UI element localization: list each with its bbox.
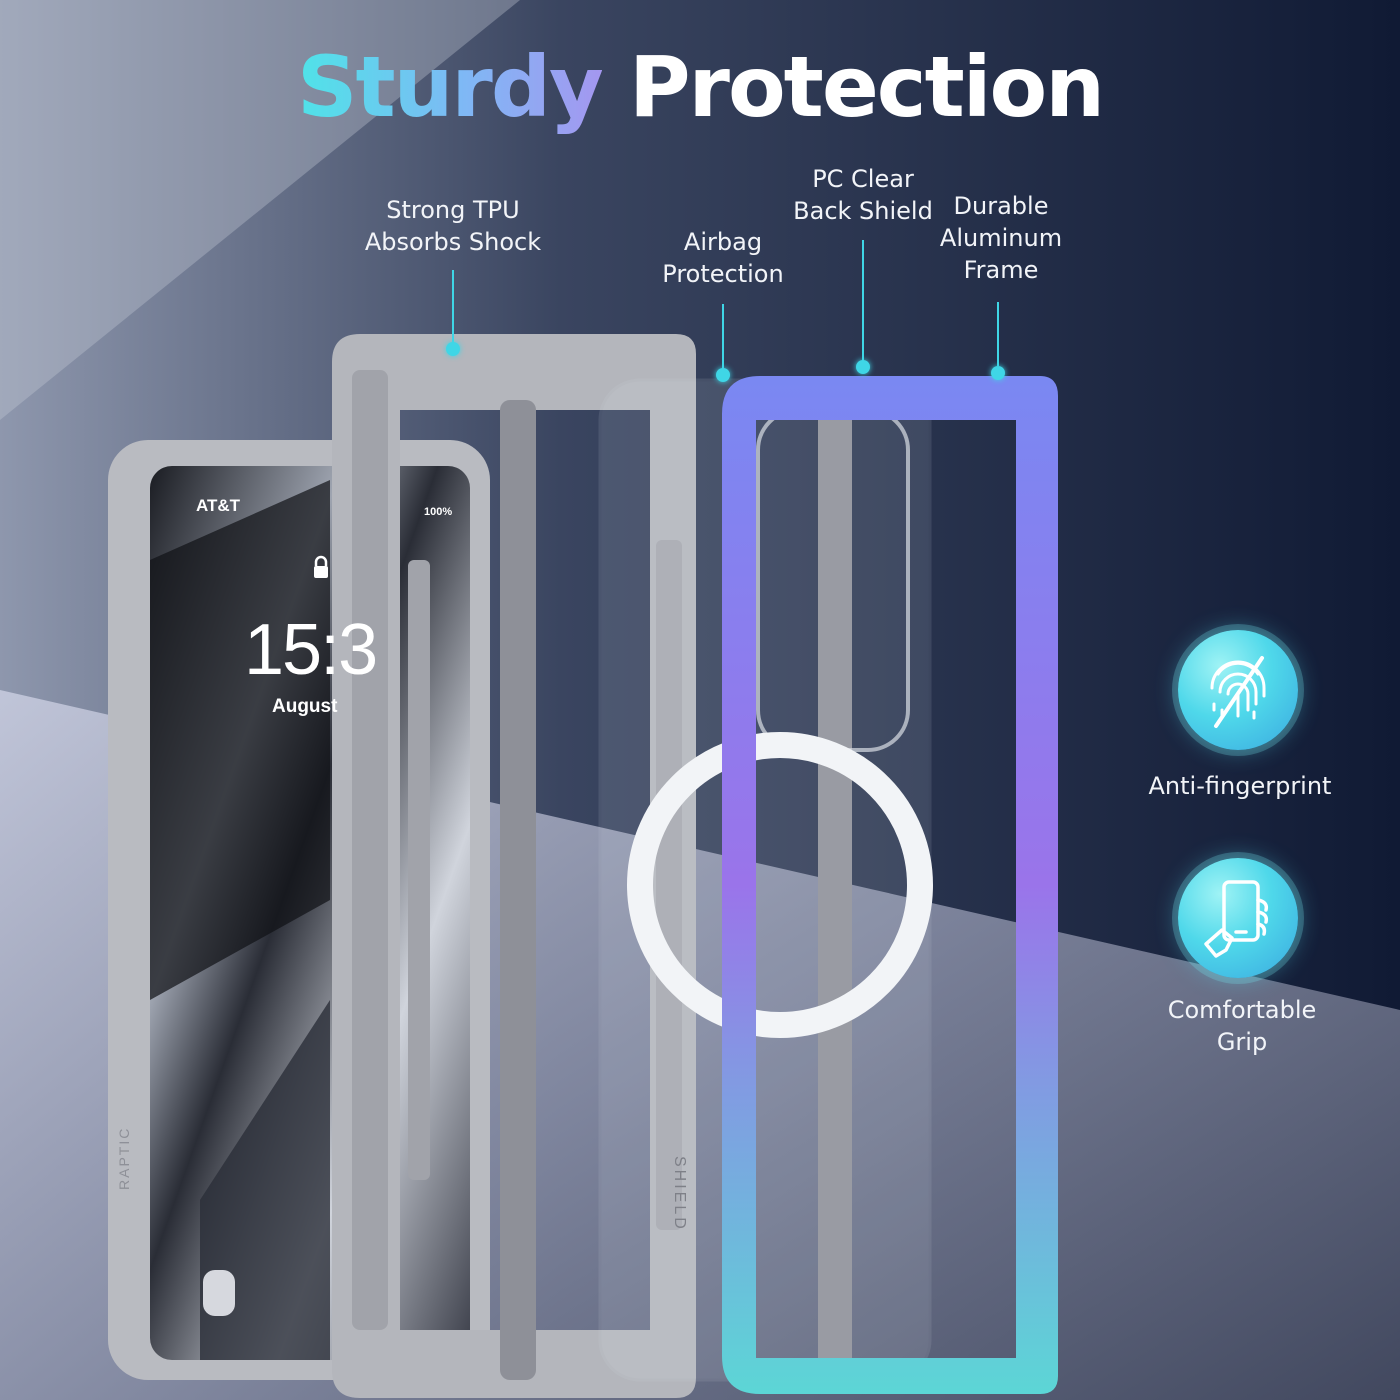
leader-dot-tpu [446, 342, 460, 356]
callout-aluminum: Durable Aluminum Frame [939, 192, 1063, 284]
leader-dot-pc [856, 360, 870, 374]
aluminum-frame [722, 376, 1058, 1394]
phone-date: August [272, 696, 338, 717]
case-brand-side: RAPTIC [116, 1126, 132, 1190]
callout-strong-tpu: Strong TPU Absorbs Shock [364, 196, 542, 256]
callout-pc-clear: PC Clear Back Shield [793, 165, 933, 225]
feature-label-grip: Comfortable Grip [1167, 996, 1317, 1056]
anti-fingerprint-icon [1178, 630, 1298, 750]
lock-icon [313, 555, 329, 580]
phone-time: 15:3 [244, 610, 378, 690]
tpu-frame [332, 334, 852, 1398]
leader-dot-airbag [716, 368, 730, 382]
phone-with-bumper [108, 440, 490, 1380]
phone-battery: 100% [424, 506, 453, 518]
case-model-side: SHIELD [671, 1156, 688, 1232]
callout-airbag: Airbag Protection [662, 228, 784, 288]
phone-carrier: AT&T [196, 496, 241, 515]
leader-line-tpu [452, 270, 454, 348]
leader-line-aluminum [997, 302, 999, 366]
title-rest: Protection [628, 38, 1105, 136]
pc-clear-back-shield [598, 378, 933, 1382]
feature-label-anti-fingerprint: Anti-fingerprint [1148, 772, 1332, 800]
title-accent: Sturdy [296, 38, 604, 136]
leader-line-airbag [722, 304, 724, 372]
leader-line-pc [862, 240, 864, 364]
leader-dot-aluminum [991, 366, 1005, 380]
phone-grip-hand-icon [1178, 858, 1298, 978]
page-title: Sturdy Protection [0, 38, 1400, 136]
